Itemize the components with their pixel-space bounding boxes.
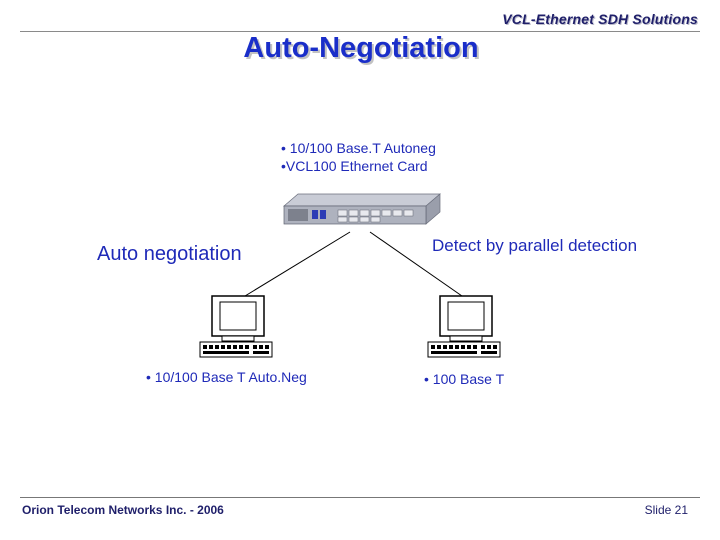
device-bullet-2: •VCL100 Ethernet Card <box>281 158 428 174</box>
footer-divider <box>20 497 700 498</box>
connection-line-left <box>244 231 351 297</box>
connection-line-right <box>369 231 463 297</box>
right-pc-bullet: • 100 Base T <box>424 371 504 387</box>
bullet-marker: • <box>146 369 155 385</box>
auto-negotiation-label: Auto negotiation <box>97 243 242 265</box>
bullet-marker: • <box>281 140 290 156</box>
header-title: VCL-Ethernet SDH Solutions <box>502 11 698 27</box>
left-pc-bullet: • 10/100 Base T Auto.Neg <box>146 369 307 385</box>
slide-title: Auto-Negotiation <box>0 32 720 65</box>
device-bullet-1: • 10/100 Base.T Autoneg <box>281 140 436 156</box>
device-bullet-text-2: VCL100 Ethernet Card <box>285 158 428 174</box>
header-divider <box>20 31 700 32</box>
footer-company: Orion Telecom Networks Inc. - 2006 <box>22 503 224 517</box>
parallel-detection-label: Detect by parallel detection <box>432 236 638 255</box>
left-pc-bullet-text: 10/100 Base T Auto.Neg <box>154 369 307 385</box>
network-device-icon <box>283 193 441 225</box>
bullet-marker: • <box>424 371 433 387</box>
right-pc-bullet-text: 100 Base T <box>432 371 505 387</box>
bullet-marker: • <box>281 158 286 174</box>
device-bullet-text-1: 10/100 Base.T Autoneg <box>289 140 436 156</box>
footer-slide-number: Slide 21 <box>644 503 688 517</box>
computer-icon-left <box>199 295 273 358</box>
computer-icon-right <box>427 295 501 358</box>
slide-title-text: Auto-Negotiation <box>243 32 479 64</box>
